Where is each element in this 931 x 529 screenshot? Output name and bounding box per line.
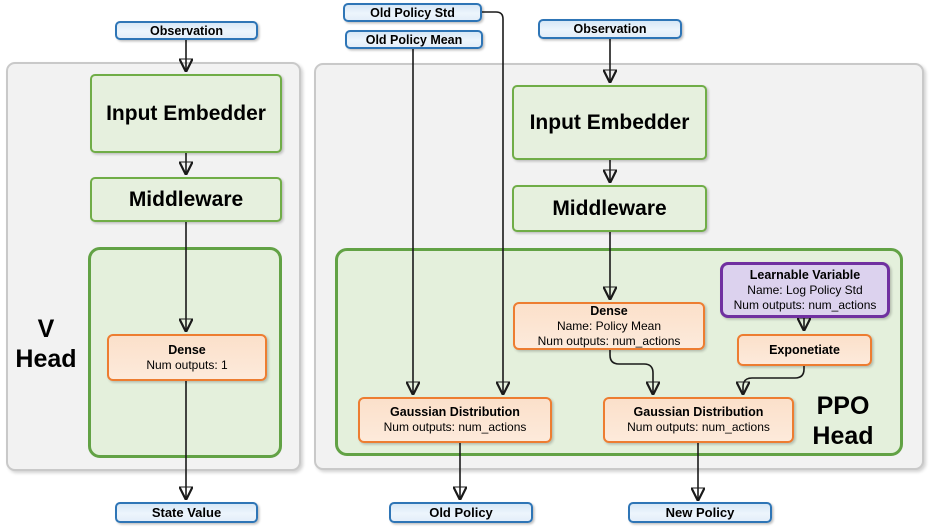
state-value-output-label: State Value <box>151 505 222 520</box>
old-policy-mean-input-label: Old Policy Mean <box>365 32 463 47</box>
state-value-output: State Value <box>115 502 258 523</box>
dense-node-v: Dense Num outputs: 1 <box>107 334 267 381</box>
learnable-variable-node: Learnable Variable Name: Log Policy Std … <box>720 262 890 318</box>
v-head-label-line1: V <box>37 315 55 343</box>
exponentiate-node-title: Exponetiate <box>769 342 840 357</box>
old-policy-std-input: Old Policy Std <box>343 3 482 22</box>
ppo-head-label-line2: Head <box>812 422 874 450</box>
v-head-label: V Head <box>5 314 87 374</box>
dense-node-v-outputs: Num outputs: 1 <box>146 357 228 372</box>
gaussian-old-outputs: Num outputs: num_actions <box>383 420 527 434</box>
learnable-variable-title: Learnable Variable <box>749 267 861 282</box>
dense-node-ppo-outputs: Num outputs: num_actions <box>537 333 681 348</box>
dense-node-ppo: Dense Name: Policy Mean Num outputs: num… <box>513 302 705 350</box>
observation-input-ppo-label: Observation <box>573 22 647 36</box>
middleware-node-v-label: Middleware <box>128 187 244 211</box>
old-policy-mean-input: Old Policy Mean <box>345 30 483 49</box>
learnable-variable-outputs: Num outputs: num_actions <box>733 297 877 312</box>
observation-input-v-label: Observation <box>150 23 223 38</box>
new-policy-output: New Policy <box>628 502 772 523</box>
gaussian-distribution-new-node: Gaussian Distribution Num outputs: num_a… <box>603 397 794 443</box>
dense-node-ppo-title: Dense <box>590 303 628 318</box>
learnable-variable-name: Name: Log Policy Std <box>747 282 863 297</box>
input-embedder-node-v-label: Input Embedder <box>106 101 266 125</box>
input-embedder-node-ppo-label: Input Embedder <box>529 110 690 134</box>
input-embedder-node-v: Input Embedder <box>90 74 282 153</box>
old-policy-output-label: Old Policy <box>429 505 493 520</box>
gaussian-new-title: Gaussian Distribution <box>633 405 764 419</box>
old-policy-std-input-label: Old Policy Std <box>370 5 455 20</box>
ppo-head-label: PPO Head <box>798 391 888 451</box>
old-policy-output: Old Policy <box>389 502 533 523</box>
observation-input-v: Observation <box>115 21 258 40</box>
v-head-label-line2: Head <box>15 345 77 373</box>
exponentiate-node: Exponetiate <box>737 334 872 366</box>
gaussian-old-title: Gaussian Distribution <box>390 405 520 419</box>
gaussian-new-outputs: Num outputs: num_actions <box>627 420 770 434</box>
middleware-node-v: Middleware <box>90 177 282 222</box>
ppo-head-label-line1: PPO <box>816 392 870 420</box>
new-policy-output-label: New Policy <box>665 505 735 520</box>
dense-node-v-title: Dense <box>168 342 206 357</box>
dense-node-ppo-name: Name: Policy Mean <box>556 318 662 333</box>
input-embedder-node-ppo: Input Embedder <box>512 85 707 160</box>
observation-input-ppo: Observation <box>538 19 682 39</box>
middleware-node-ppo: Middleware <box>512 185 707 232</box>
gaussian-distribution-old-node: Gaussian Distribution Num outputs: num_a… <box>358 397 552 443</box>
middleware-node-ppo-label: Middleware <box>552 196 667 220</box>
